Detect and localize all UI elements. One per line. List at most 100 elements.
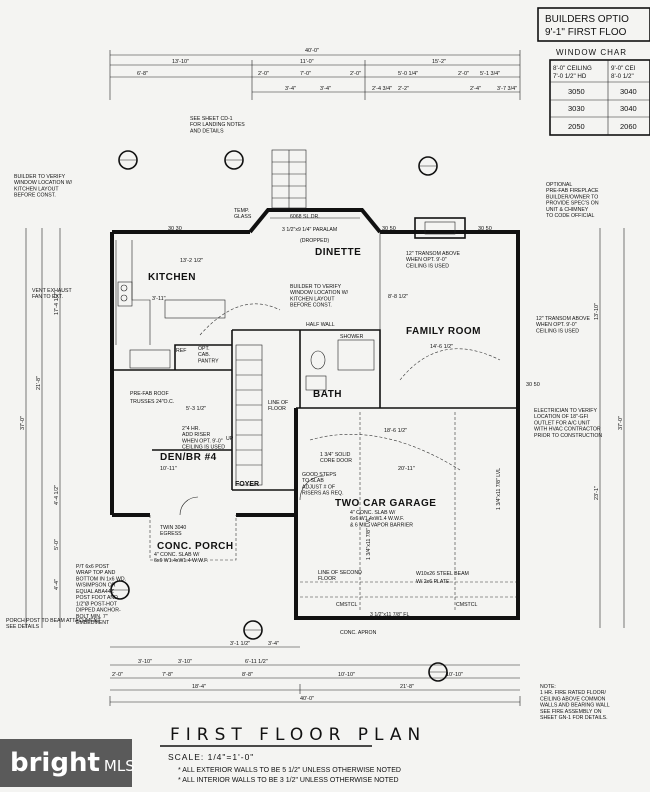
options-line-1: BUILDERS OPTIO [545,14,629,25]
note-temp-glass: TEMP.GLASS [234,208,252,220]
dim-top-s1: 6'-8" [137,71,148,77]
note-line: TWIN 3040 [160,525,186,531]
note-line: 6x6 W1.4xW1.4 W.W.F. [350,516,404,522]
note-line: ADJUST # OF [302,484,335,490]
note-line: 3 1/2"x11 7/8" FL [370,612,409,618]
note-line: BUILDER/OWNER TO [546,194,598,200]
note-line: OUTLET FOR A/C UNIT [534,420,591,426]
watermark-suffix: MLS [103,757,135,775]
note-line: 30 30 [168,226,182,232]
note-line: HALF WALL [306,322,335,328]
note-line: WHEN OPT. 9'-0" [406,257,447,263]
plan-note-interior: * ALL INTERIOR WALLS TO BE 3 1/2" UNLESS… [178,777,399,784]
window-chart-title: WINDOW CHAR [556,48,627,57]
note-dim-3050d: 30 50 [526,382,540,388]
note-line: WINDOW LOCATION W/ [290,290,349,296]
note-dim-3030: 30 30 [168,226,182,232]
note-apron: CONC. APRON [340,630,377,636]
window-row-2-a: 3030 [568,104,585,113]
note-garage-depth: 18'-6 1/2" [384,428,407,434]
note-line: ELECTRICIAN TO VERIFY [534,408,597,414]
note-line: KITCHEN LAYOUT [290,296,335,302]
note-line: SEE FIRE ASSEMBLY ON [540,709,602,715]
window-header-1b: 7'-0 1/2" HD [553,73,587,80]
note-line: W/ 2x6 PLATE [416,579,450,585]
window-chart: WINDOW CHAR 8'-0" CEILING 7'-0 1/2" HD 9… [549,48,650,136]
bottom-dimensions: 3'-1 1/2" 3'-4" 3'-10" 3'-10" 6'-11 1/2"… [109,641,521,706]
dim-top-s2: 2'-0" [258,71,269,77]
dim-left-3: 4'-4 1/2" [54,485,60,505]
note-line: TEMP. [234,208,249,214]
note-garage-width: 20'-11" [398,466,415,472]
note-line: WHEN OPT. 9'-0" [182,438,223,444]
note-line: BEFORE CONST. [14,193,56,199]
note-line: 3'-11" [152,296,166,302]
note-line: PRIOR TO CONSTRUCTION [534,433,602,439]
note-line: W/SIMPSON OR [76,583,116,589]
note-line: FOR LANDING NOTES [190,122,245,128]
note-line: NOTE: [540,684,556,690]
window-header-2b: 8'-0 1/2" [611,73,634,80]
note-line: EQUAL ABA44Z [76,589,114,595]
note-up: UP [226,436,234,442]
interior-walls [112,232,381,491]
dim-bottom-b5: 10'-10" [446,672,463,678]
note-line: CONC. APRON [340,630,377,636]
note-line: 1/2"Ø POST-HOT [76,601,118,607]
note-slider: 6068 SL.DR. [290,214,320,220]
note-line: EMBEDMENT [76,620,110,626]
note-dim-3050b: 30 50 [382,226,396,232]
note-dropped: (DROPPED) [300,238,329,244]
dim-bottom-1: 18'-4" [192,684,206,690]
note-line: BOTTOM IN 1x6 WD. [76,576,126,582]
dim-top-s4: 2'-0" [350,71,361,77]
dim-top-s6: 5'-1 3/4" [480,71,500,77]
kitchen-counters [115,240,226,369]
note-line: SHEET GN-1 FOR DETAILS. [540,715,608,721]
brightmls-watermark: bright MLS [0,739,135,787]
dim-left-2: 17'-4 1/2" [54,292,60,315]
dim-right-2: 23'-1" [594,486,600,500]
dim-top-s7: 2'-0" [458,71,469,77]
exterior-walls [110,230,520,620]
note-line: 20'-11" [398,466,415,472]
note-line: (DROPPED) [300,238,329,244]
note-line: 3 1/2"x9 1/4" PARALAM [282,227,337,233]
note-cmstcl-1: CMSTCL [336,602,357,608]
note-line: AND DETAILS [190,128,224,134]
stairs [235,344,263,486]
plan-title: FIRST FLOOR PLAN [170,725,426,745]
note-line: PORCH POST TO BEAM ATTACHMENT [6,618,101,624]
door-swings [179,303,501,516]
dim-left-4: 5'-0" [54,539,60,550]
dim-bottom-overall: 40'-0" [300,696,314,702]
note-garage-slab: 4" CONC. SLAB W/6x6 W1.4xW1.4 W.W.F.& 6 … [350,510,413,528]
left-dimensions: 37'-0" 21'-8" 17'-4 1/2" 4'-4 1/2" 5'-0"… [20,228,61,628]
dim-bottom-b3: 8'-8" [242,672,253,678]
note-line: BEFORE CONST. [290,303,332,309]
note-line: 30 50 [478,226,492,232]
note-ref: REF [176,348,186,354]
note-line: 1 HR. FIRE RATED FLOOR/ [540,690,606,696]
note-line: TO SLAB [302,478,324,484]
note-line: PROVIDE SPEC'S ON [546,201,599,207]
dim-bottom-c1: 3'-10" [138,659,152,665]
dim-top-3: 15'-2" [432,59,446,65]
dinette-bay-window [248,208,382,234]
room-label-kitchen: KITCHEN [148,272,196,283]
room-label-porch: CONC. PORCH [157,541,234,552]
room-label-family: FAMILY ROOM [406,326,481,337]
bath-fixtures [305,339,375,391]
note-joist-1: 1 3/4"x11 7/8" LVL [496,468,502,510]
